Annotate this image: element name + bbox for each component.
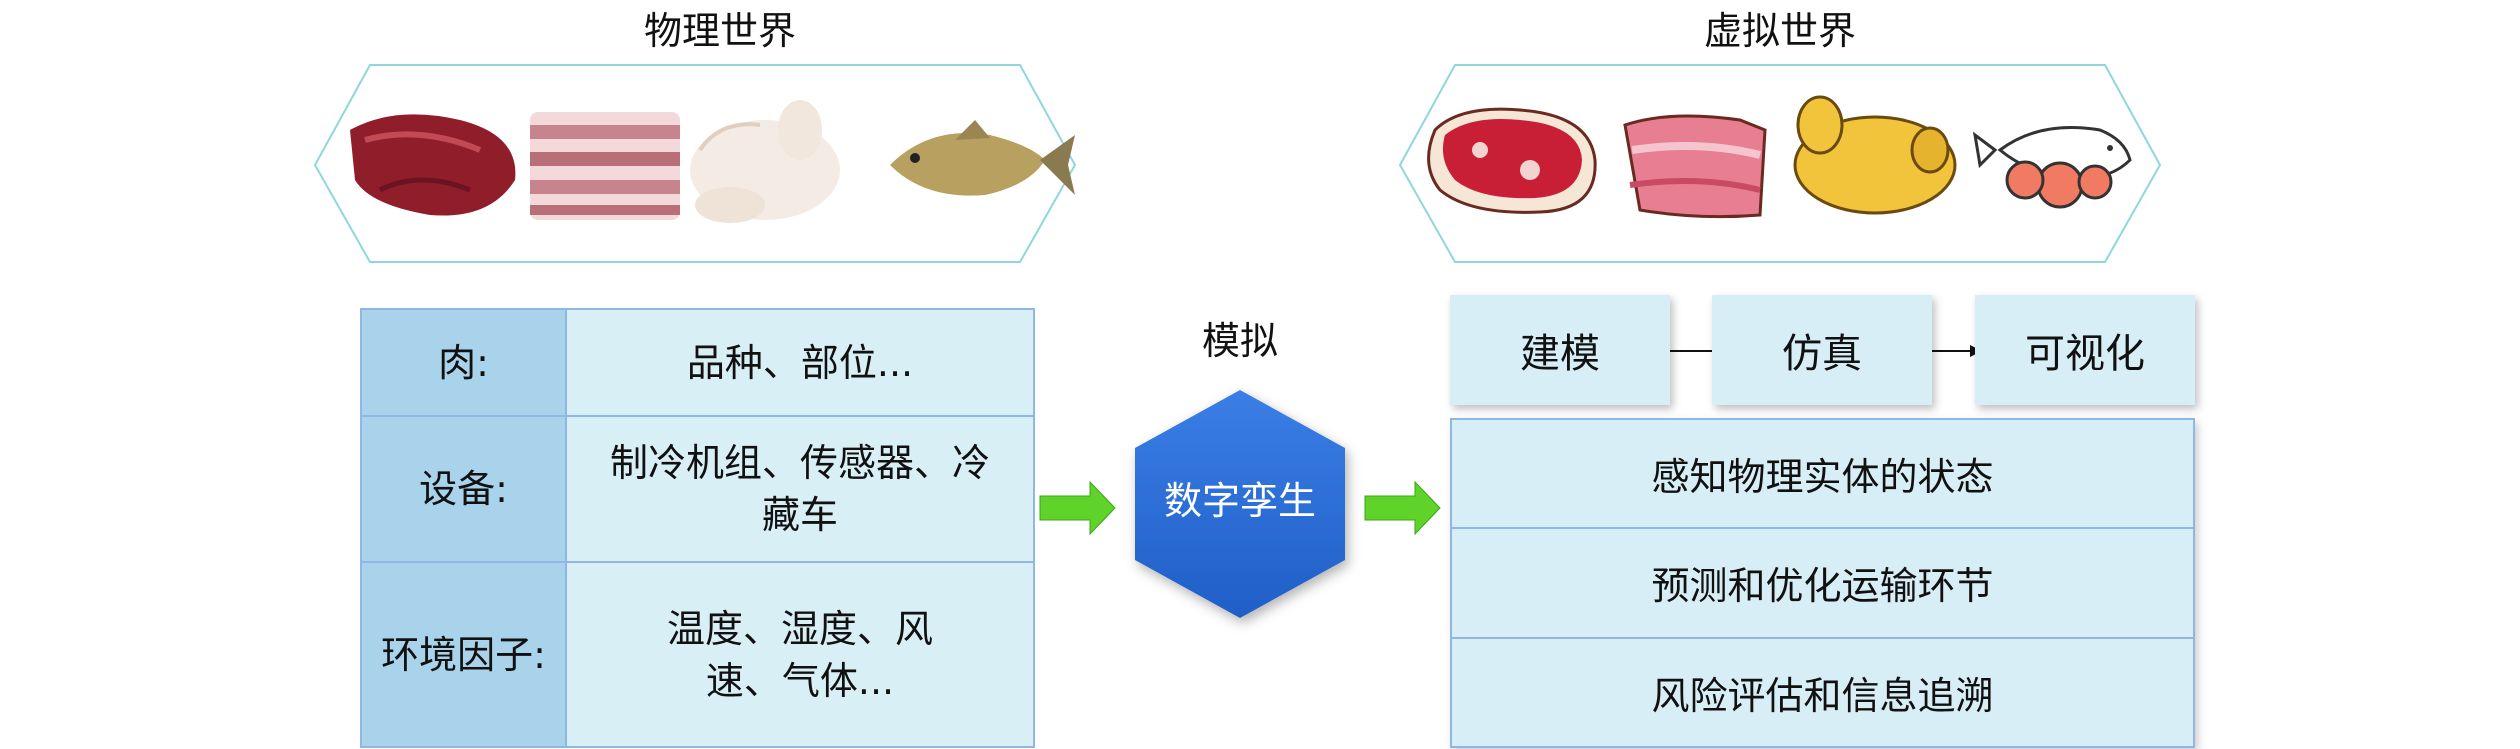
table-value-meat: 品种、部位...: [567, 310, 1033, 417]
physical-world-title: 物理世界: [643, 9, 796, 53]
simulation-label: 模拟: [1201, 319, 1278, 363]
function-item: 感知物理实体的状态: [1452, 420, 2193, 530]
arrow-to-virtual: [1364, 480, 1441, 536]
digital-twin-hexagon: [1135, 390, 1345, 618]
table-head-meat: 肉:: [362, 310, 567, 417]
physical-attributes-table: 肉: 品种、部位... 设备: 制冷机组、传感器、冷藏车 环境因子: 温度、湿度…: [360, 308, 1035, 748]
digital-twin-label: 数字孪生: [1163, 479, 1316, 523]
roast-chicken-icon: [1793, 95, 1957, 215]
step-simulation: 仿真: [1712, 295, 1932, 405]
red-meat-image: [350, 114, 516, 216]
step-modeling: 建模: [1450, 295, 1670, 405]
steak-icon: [1427, 107, 1597, 214]
table-head-environment: 环境因子:: [362, 563, 567, 746]
virtual-images-frame: [1398, 64, 2162, 263]
function-item: 风险评估和信息追溯: [1651, 673, 1994, 718]
fish-image: [890, 120, 1075, 196]
pork-belly-image: [530, 112, 680, 220]
arrow-to-digital-twin: [1039, 480, 1116, 536]
virtual-world-title: 虚拟世界: [1703, 9, 1856, 53]
virtual-functions-list: 感知物理实体的状态 预测和优化运输环节 风险评估和信息追溯: [1450, 418, 2195, 748]
table-head-equipment: 设备:: [362, 417, 567, 563]
step-visualization: 可视化: [1975, 295, 2195, 405]
function-item: 预测和优化运输环节: [1452, 529, 2193, 639]
bacon-icon: [1623, 114, 1767, 219]
raw-chicken-image: [690, 100, 840, 223]
table-value-environment: 温度、湿度、风速、气体...: [567, 563, 1033, 746]
fish-steak-icon: [1972, 126, 2132, 209]
table-value-equipment: 制冷机组、传感器、冷藏车: [567, 417, 1033, 563]
